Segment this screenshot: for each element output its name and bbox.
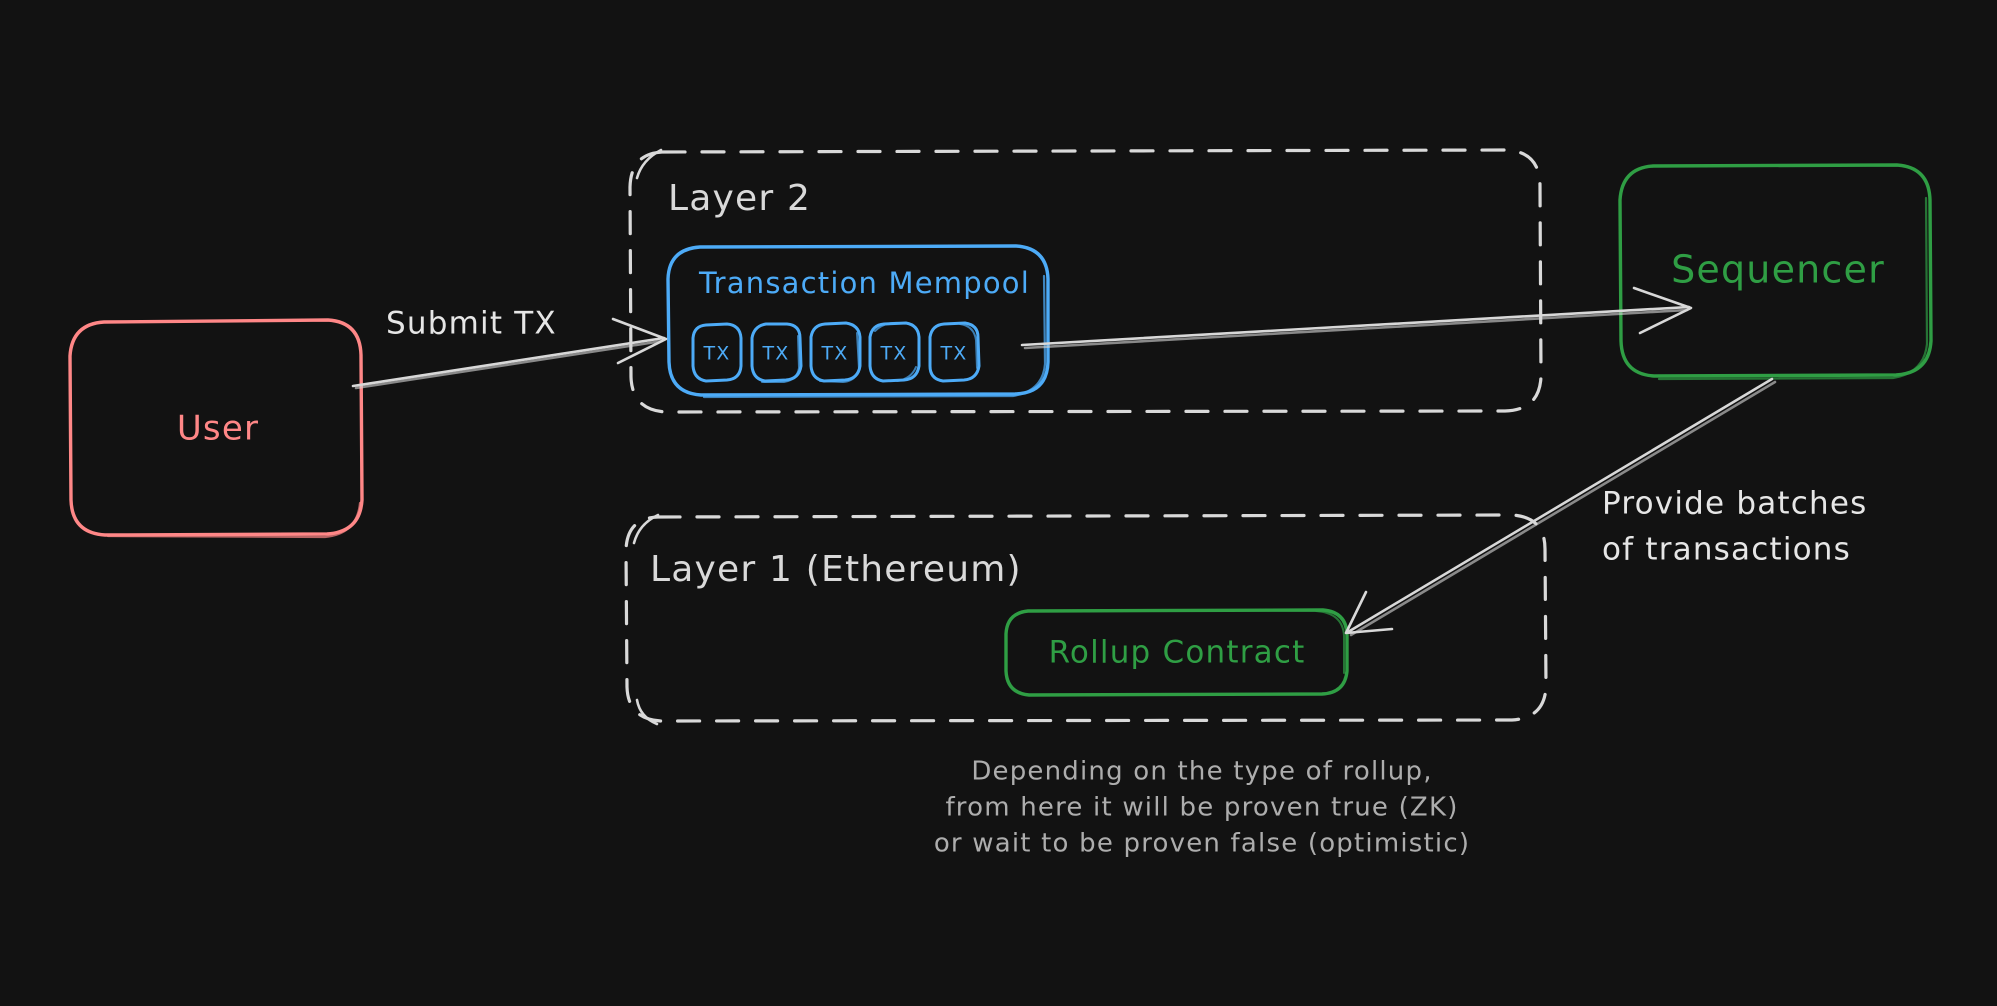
layer2-frame-corner-accent bbox=[635, 148, 663, 180]
tx-chip-border bbox=[809, 321, 862, 383]
mempool-sequencer-arrow-shaft bbox=[1020, 305, 1691, 347]
tx-chip-label: TX bbox=[761, 343, 789, 365]
layer1-label: Layer 1 (Ethereum) bbox=[650, 549, 1022, 590]
user-node[interactable]: User bbox=[68, 318, 364, 539]
rollup-contract-node[interactable]: Rollup Contract bbox=[1004, 608, 1349, 697]
sequencer-node-border-sketch bbox=[1657, 196, 1929, 381]
layer2-frame-group[interactable]: Layer 2 bbox=[628, 148, 1543, 414]
tx-chip-border bbox=[750, 322, 803, 383]
mempool-group[interactable]: Transaction Mempool TX TX TX TX bbox=[666, 244, 1050, 399]
tx-chip-border-sketch bbox=[874, 321, 917, 382]
submit-tx-label: Submit TX bbox=[386, 306, 557, 342]
tx-chip-label: TX bbox=[879, 343, 907, 365]
user-node-label: User bbox=[177, 409, 259, 449]
provide-batches-label-line1: Provide batches bbox=[1602, 486, 1868, 522]
provide-batches-arrow-head bbox=[1344, 590, 1394, 635]
edge-submit-tx[interactable]: Submit TX bbox=[351, 306, 668, 390]
rollup-contract-label: Rollup Contract bbox=[1049, 635, 1306, 671]
user-node-border-sketch bbox=[106, 501, 362, 539]
layer1-frame-border bbox=[624, 513, 1548, 723]
caption-line-1: Depending on the type of rollup, bbox=[971, 757, 1432, 787]
tx-chip-border-sketch bbox=[761, 335, 800, 383]
sequencer-node-label: Sequencer bbox=[1671, 248, 1885, 292]
tx-chip-label: TX bbox=[702, 343, 730, 365]
list-item[interactable]: TX bbox=[809, 321, 862, 383]
mempool-border bbox=[666, 244, 1050, 397]
rollup-contract-border bbox=[1004, 608, 1349, 697]
list-item[interactable]: TX bbox=[928, 321, 981, 383]
layer2-frame-border bbox=[628, 148, 1543, 414]
caption-line-3: or wait to be proven false (optimistic) bbox=[934, 829, 1470, 859]
provide-batches-label-line2: of transactions bbox=[1602, 532, 1851, 568]
user-node-border bbox=[68, 318, 364, 537]
tx-chip-list: TX TX TX TX TX bbox=[691, 321, 981, 383]
submit-tx-arrow-shaft-sketch bbox=[354, 339, 664, 390]
tx-chip-border-sketch bbox=[819, 332, 860, 383]
provide-batches-arrow-shaft-sketch bbox=[1349, 380, 1777, 637]
sequencer-node[interactable]: Sequencer bbox=[1618, 163, 1933, 381]
layer2-label: Layer 2 bbox=[668, 178, 811, 219]
layer1-frame-group[interactable]: Layer 1 (Ethereum) bbox=[624, 513, 1548, 726]
mempool-sequencer-arrow-shaft-sketch bbox=[1023, 308, 1689, 350]
submit-tx-arrow-head bbox=[611, 317, 668, 365]
layer1-frame-corner-accent bbox=[632, 513, 660, 726]
edge-provide-batches[interactable]: Provide batches of transactions bbox=[1344, 377, 1868, 637]
tx-chip-border-sketch bbox=[959, 323, 978, 369]
edge-mempool-to-sequencer[interactable] bbox=[1020, 286, 1693, 350]
tx-chip-border bbox=[928, 321, 981, 383]
tx-chip-label: TX bbox=[939, 343, 967, 365]
sequencer-node-border bbox=[1618, 163, 1933, 378]
list-item[interactable]: TX bbox=[868, 321, 921, 383]
list-item[interactable]: TX bbox=[750, 322, 803, 383]
tx-chip-border bbox=[691, 322, 743, 383]
mempool-sequencer-arrow-head bbox=[1632, 286, 1693, 335]
tx-chip-label: TX bbox=[820, 343, 848, 365]
caption-line-2: from here it will be proven true (ZK) bbox=[945, 793, 1458, 823]
mempool-label: Transaction Mempool bbox=[698, 266, 1030, 300]
list-item[interactable]: TX bbox=[691, 322, 743, 383]
rollup-contract-border-sketch bbox=[1315, 610, 1345, 674]
provide-batches-arrow-shaft bbox=[1346, 377, 1774, 634]
submit-tx-arrow-shaft bbox=[351, 336, 666, 388]
caption-group: Depending on the type of rollup, from he… bbox=[934, 757, 1470, 859]
mempool-border-sketch-overlay bbox=[702, 274, 1047, 399]
